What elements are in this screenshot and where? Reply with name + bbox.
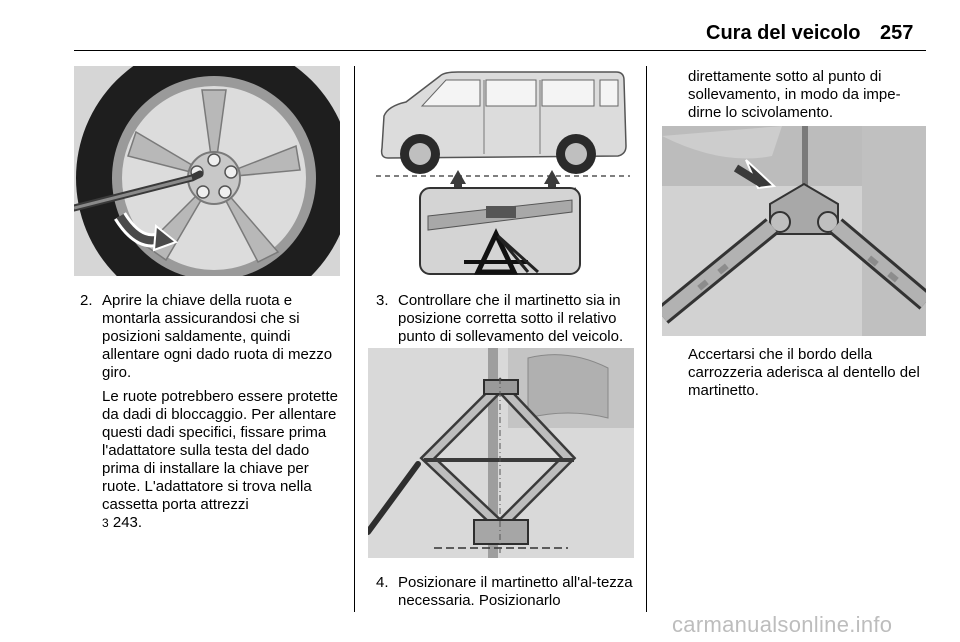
column-3-note: Accertarsi che il bordo della carrozzeri… <box>688 346 928 400</box>
step-text: Controllare che il martinetto sia in pos… <box>398 292 624 345</box>
note-text: Le ruote potrebbero essere protette da d… <box>102 388 338 513</box>
column-2-step-4: 4. Posizionare il martinetto all'al-tezz… <box>376 574 634 610</box>
jack-notch-closeup-figure <box>662 126 926 336</box>
column-3-continued-text: direttamente sotto al punto di sollevame… <box>688 68 928 122</box>
reference-page: 243. <box>112 514 143 531</box>
reference-arrow-icon: 3 <box>102 516 109 530</box>
step-2: 2. Aprire la chiave della ruota e montar… <box>80 292 342 382</box>
step-text: Posizionare il martinetto all'al-tezza n… <box>398 574 633 609</box>
scissor-jack-figure <box>368 348 634 558</box>
step-number: 2. <box>80 292 93 309</box>
step-text: Aprire la chiave della ruota e montarla … <box>102 292 333 381</box>
step-number: 4. <box>376 574 389 591</box>
wheel-wrench-figure <box>74 66 340 276</box>
note-paragraph: Le ruote potrebbero essere protette da d… <box>80 388 342 532</box>
header-divider <box>74 50 926 51</box>
page-header-title: Cura del veicolo <box>706 22 861 44</box>
van-lifting-points-figure <box>368 66 634 278</box>
column-divider-1 <box>354 66 355 612</box>
column-divider-2 <box>646 66 647 612</box>
watermark: carmanualsonline.info <box>672 612 893 637</box>
page-reference-link[interactable]: 3 243. <box>102 514 142 531</box>
step-number: 3. <box>376 292 389 309</box>
column-2-step-3: 3. Controllare che il martinetto sia in … <box>376 292 634 346</box>
note-text: Accertarsi che il bordo della carrozzeri… <box>688 346 920 399</box>
column-1-text: 2. Aprire la chiave della ruota e montar… <box>80 292 342 532</box>
continued-paragraph: direttamente sotto al punto di sollevame… <box>688 68 901 121</box>
page-number: 257 <box>880 22 914 44</box>
step-3: 3. Controllare che il martinetto sia in … <box>376 292 634 346</box>
step-4: 4. Posizionare il martinetto all'al-tezz… <box>376 574 634 610</box>
